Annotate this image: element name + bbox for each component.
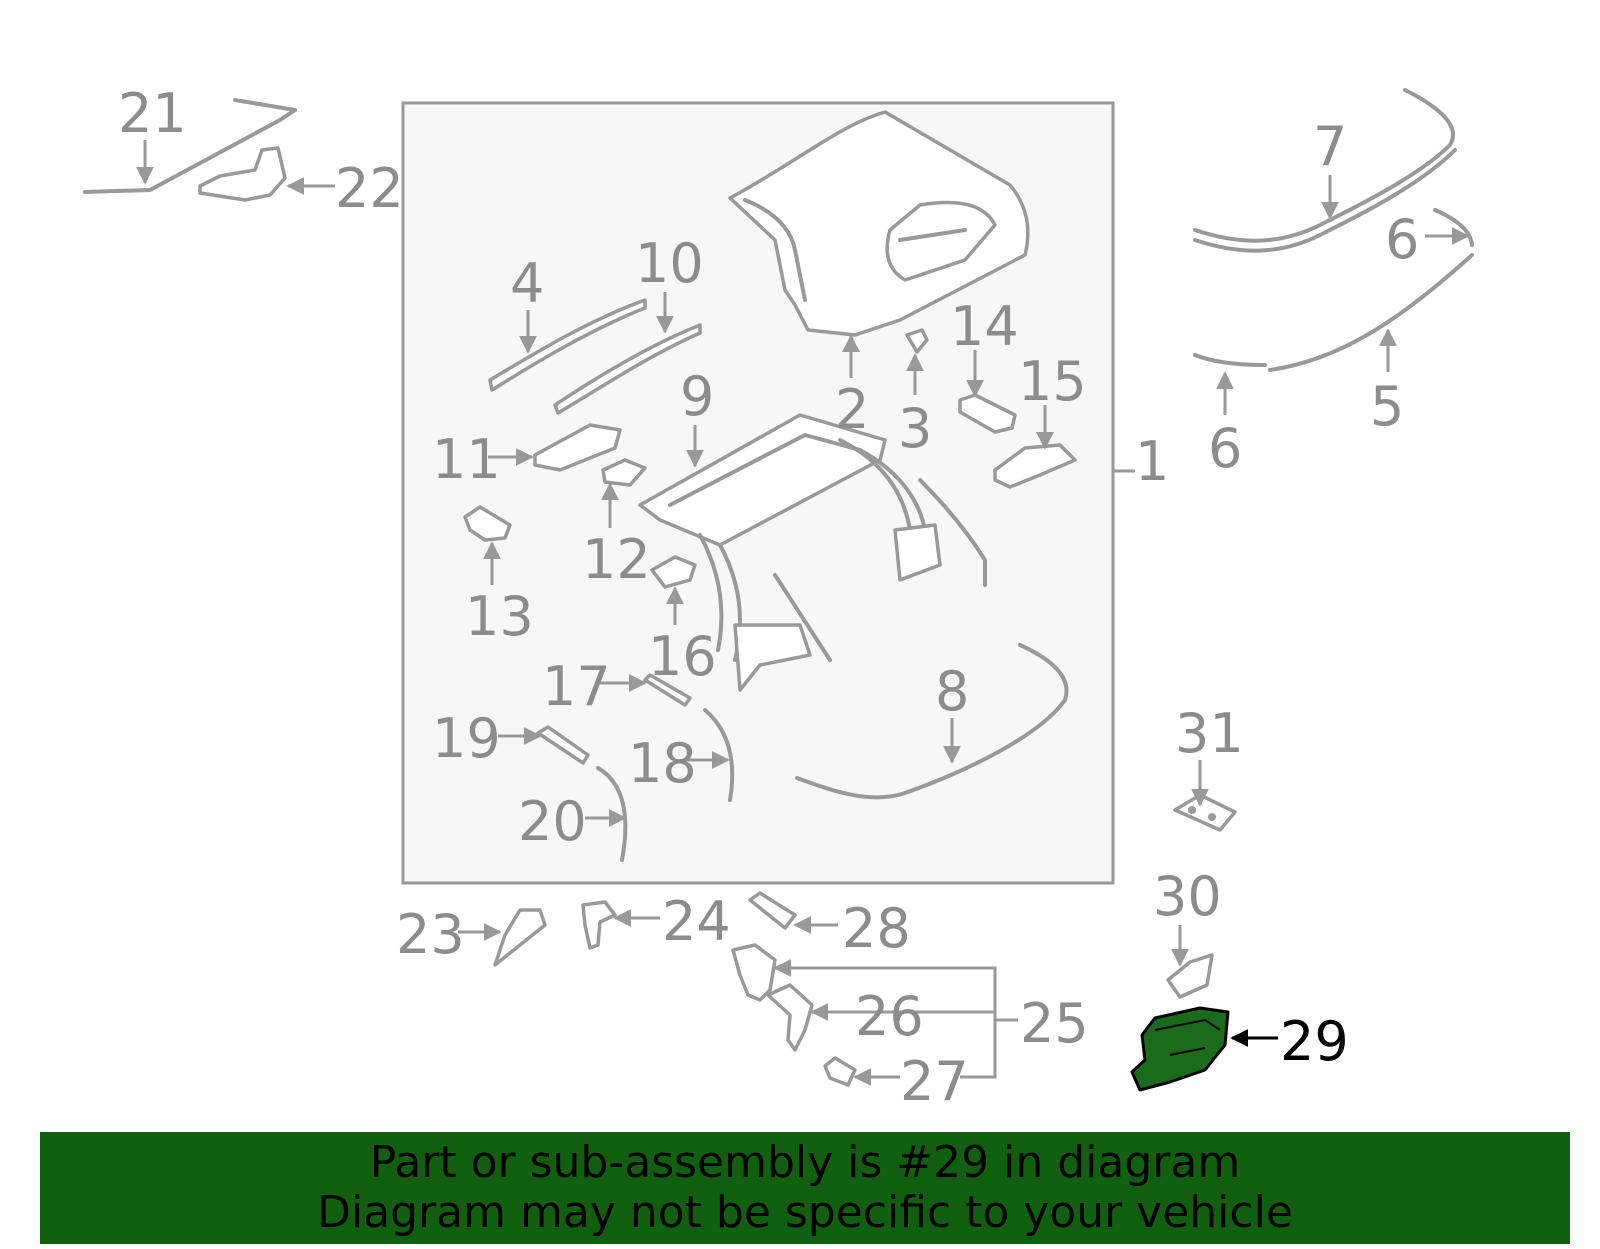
part-26-bracket[interactable] <box>766 983 814 1052</box>
part-7-rail[interactable] <box>1193 88 1455 243</box>
leader-arrows <box>136 140 1470 1086</box>
callout-22: 22 <box>335 157 404 220</box>
part-23-clip[interactable] <box>493 908 547 967</box>
part-10-strip[interactable] <box>553 323 702 415</box>
part-21-strip[interactable] <box>83 98 297 194</box>
callout-24: 24 <box>662 890 731 953</box>
callout-25: 25 <box>1020 992 1089 1055</box>
callout-4: 4 <box>510 252 544 315</box>
part-11-bracket[interactable] <box>533 423 622 472</box>
part-3-clip[interactable] <box>905 328 929 354</box>
part-16-block[interactable] <box>650 555 697 589</box>
part-29-bracket-highlighted[interactable] <box>1130 1006 1230 1092</box>
callout-17: 17 <box>542 655 611 718</box>
callout-29: 29 <box>1280 1010 1349 1073</box>
callout-5: 5 <box>1370 375 1404 438</box>
callout-labels: 1 2 3 4 5 6 6 7 8 9 10 11 12 12 13 14 15… <box>118 82 1419 1113</box>
callout-26: 26 <box>855 985 924 1048</box>
callout-20: 20 <box>518 790 587 853</box>
info-banner: Part or sub-assembly is #29 in diagram D… <box>40 1132 1570 1244</box>
part-8-seal[interactable] <box>795 643 1069 800</box>
callout-28: 28 <box>842 897 911 960</box>
part-4-strip[interactable] <box>488 298 647 392</box>
part-20-seal[interactable] <box>596 766 628 862</box>
callout-7: 7 <box>1313 115 1347 178</box>
part-15-bracket[interactable] <box>993 443 1077 489</box>
callout-6b: 6 <box>1208 417 1242 480</box>
part-6-seal-b[interactable] <box>1193 353 1267 367</box>
part-22-bracket[interactable] <box>198 146 287 202</box>
callout-10: 10 <box>635 232 704 295</box>
callout-31: 31 <box>1175 702 1244 765</box>
callout-8: 8 <box>935 660 969 723</box>
part-5-seal[interactable] <box>1268 253 1474 372</box>
callout-12a: 12 <box>582 528 651 591</box>
part-31-pad[interactable] <box>1173 793 1237 832</box>
part-12-bracket-a[interactable] <box>601 458 647 487</box>
callout-15: 15 <box>1018 350 1087 413</box>
callout-30: 30 <box>1153 865 1222 928</box>
part-18-seal[interactable] <box>703 708 735 802</box>
callout-13: 13 <box>465 585 534 648</box>
callout-14: 14 <box>950 295 1019 358</box>
callout-9: 9 <box>680 365 714 428</box>
part-24-clip[interactable] <box>581 900 617 950</box>
part-27-bolt[interactable] <box>823 1056 857 1087</box>
callout-3: 3 <box>898 397 932 460</box>
part-19-strip[interactable] <box>536 725 590 765</box>
callout-18: 18 <box>628 732 697 795</box>
part-17-strip[interactable] <box>643 673 692 707</box>
callout-1: 1 <box>1135 430 1169 493</box>
callout-27: 27 <box>900 1050 969 1113</box>
banner-line-2: Diagram may not be specific to your vehi… <box>317 1187 1293 1238</box>
callout-19: 19 <box>432 707 501 770</box>
part-28-clip[interactable] <box>748 891 797 930</box>
banner-line-1: Part or sub-assembly is #29 in diagram <box>369 1137 1241 1188</box>
callout-23: 23 <box>396 903 465 966</box>
part-25-bracket[interactable] <box>731 943 777 1002</box>
part-13-pad[interactable] <box>463 505 512 542</box>
callout-21: 21 <box>118 82 187 145</box>
parts-diagram: 1 2 3 4 5 6 6 7 8 9 10 11 12 12 13 14 15… <box>83 82 1474 1113</box>
callout-6a: 6 <box>1385 208 1419 271</box>
part-6-seal-a[interactable] <box>1433 208 1474 247</box>
part-9-frame[interactable] <box>638 413 987 692</box>
part-2-top-cover[interactable] <box>728 110 1030 337</box>
part-30-cover[interactable] <box>1166 953 1214 999</box>
callout-2: 2 <box>835 378 869 441</box>
callout-11: 11 <box>432 428 501 491</box>
callout-16: 16 <box>648 625 717 688</box>
